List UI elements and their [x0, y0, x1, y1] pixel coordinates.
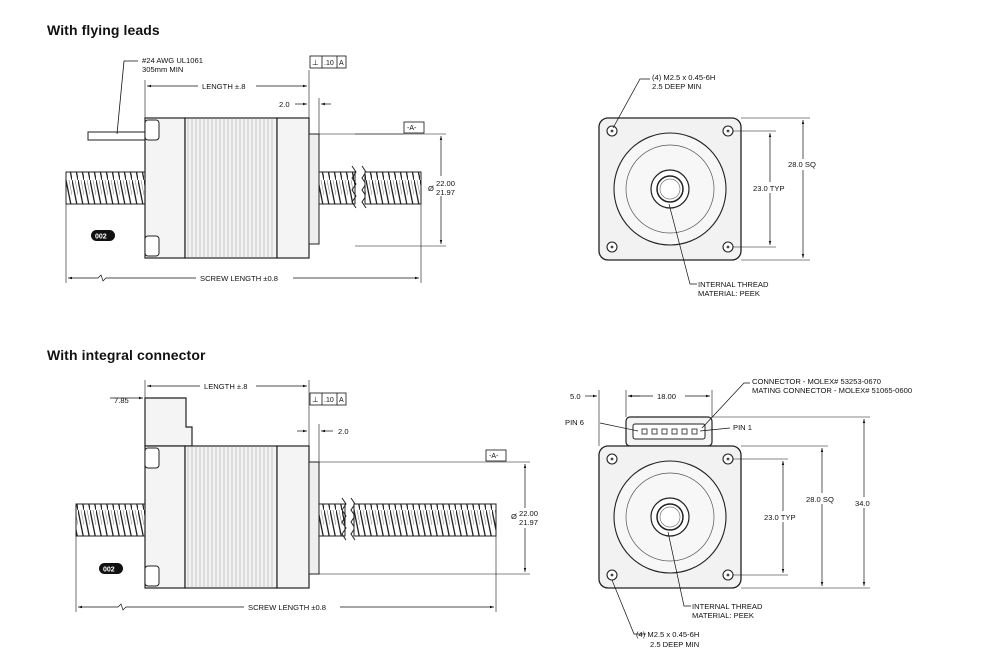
thread-callout: INTERNAL THREAD	[698, 280, 769, 289]
connector-housing	[144, 397, 193, 447]
holes-depth: 2.5 DEEP MIN	[652, 82, 701, 91]
holes-depth-2: 2.5 DEEP MIN	[650, 640, 699, 649]
perp-symbol-2: ⊥	[312, 395, 319, 404]
part-badge	[91, 230, 115, 241]
material-callout-2: MATERIAL: PEEK	[692, 611, 754, 620]
sq-dim-label-2: 28.0 SQ	[806, 495, 834, 504]
holes-callout: (4) M2.5 x 0.45-6H	[652, 73, 715, 82]
material-callout: MATERIAL: PEEK	[698, 289, 760, 298]
motor-body-2	[184, 445, 278, 589]
datum-a-box	[403, 121, 425, 134]
part-badge-text: 002	[95, 234, 107, 241]
dia-symbol-2: Ø	[511, 512, 517, 521]
front-end-cap	[276, 117, 310, 259]
connector-front-view: 5.0 18.00 CONNECTOR - MOLEX# 53253-0670 …	[565, 377, 912, 649]
perp-ref-2: A	[339, 397, 344, 404]
right-screw-thread	[318, 171, 356, 205]
thread-callout-2: INTERNAL THREAD	[692, 602, 763, 611]
perp-symbol: ⊥	[312, 58, 319, 67]
integral-connector-title: With integral connector	[47, 347, 206, 363]
dim-5-label: 5.0	[570, 392, 581, 401]
screw-length-label: SCREW LENGTH ±0.8	[200, 274, 278, 283]
connector-callout: CONNECTOR - MOLEX# 53253-0670	[752, 377, 881, 386]
flying-leads-title: With flying leads	[47, 22, 160, 38]
wire-spec-label: #24 AWG UL1061	[142, 56, 203, 65]
dia-symbol: Ø	[428, 184, 434, 193]
typ-dim-label: 23.0 TYP	[753, 184, 785, 193]
offset-label: 2.0	[279, 100, 290, 109]
connector-side-view: LENGTH ±.8 7.85 ⊥ .10 A 2.0 -A- Ø 22.00 …	[75, 380, 544, 612]
part-badge-text-2: 002	[103, 567, 115, 574]
dim-34-label: 34.0	[855, 499, 870, 508]
rear-end-cap	[144, 117, 186, 259]
perp-value: .10	[324, 60, 334, 67]
length-dim-label: LENGTH ±.8	[202, 82, 245, 91]
left-screw-thread-2	[75, 503, 147, 537]
part-badge-2	[99, 563, 123, 574]
width-785-label: 7.85	[114, 396, 129, 405]
length-dim-label-2: LENGTH ±.8	[204, 382, 247, 391]
flying-side-view: #24 AWG UL1061 305mm MIN LENGTH ±.8 ⊥ .1…	[65, 55, 458, 283]
mating-connector-callout: MATING CONNECTOR - MOLEX# 51065-0600	[752, 386, 912, 395]
dia-upper-2: 22.00	[519, 509, 538, 518]
datum-a-box-2	[485, 449, 507, 462]
motor-body	[184, 117, 278, 259]
perp-ref: A	[339, 60, 344, 67]
datum-a-label-2: -A-	[489, 453, 499, 460]
right-screw-thread-2	[353, 503, 497, 537]
left-screw-thread	[65, 171, 147, 205]
datum-a-label: -A-	[407, 125, 417, 132]
sq-dim-label: 28.0 SQ	[788, 160, 816, 169]
dim-18-label: 18.00	[657, 392, 676, 401]
typ-dim-label-2: 23.0 TYP	[764, 513, 796, 522]
flying-front-view: (4) M2.5 x 0.45-6H 2.5 DEEP MIN 28.0 SQ …	[598, 73, 822, 298]
dia-upper: 22.00	[436, 179, 455, 188]
pin1-label: PIN 1	[733, 423, 752, 432]
holes-callout-2: (4) M2.5 x 0.45-6H	[636, 630, 699, 639]
screw-length-label-2: SCREW LENGTH ±0.8	[248, 603, 326, 612]
dia-lower-2: 21.97	[519, 518, 538, 527]
perp-value-2: .10	[324, 397, 334, 404]
dia-lower: 21.97	[436, 188, 455, 197]
wire-length-label: 305mm MIN	[142, 65, 183, 74]
offset-label-2: 2.0	[338, 427, 349, 436]
pin6-label: PIN 6	[565, 418, 584, 427]
